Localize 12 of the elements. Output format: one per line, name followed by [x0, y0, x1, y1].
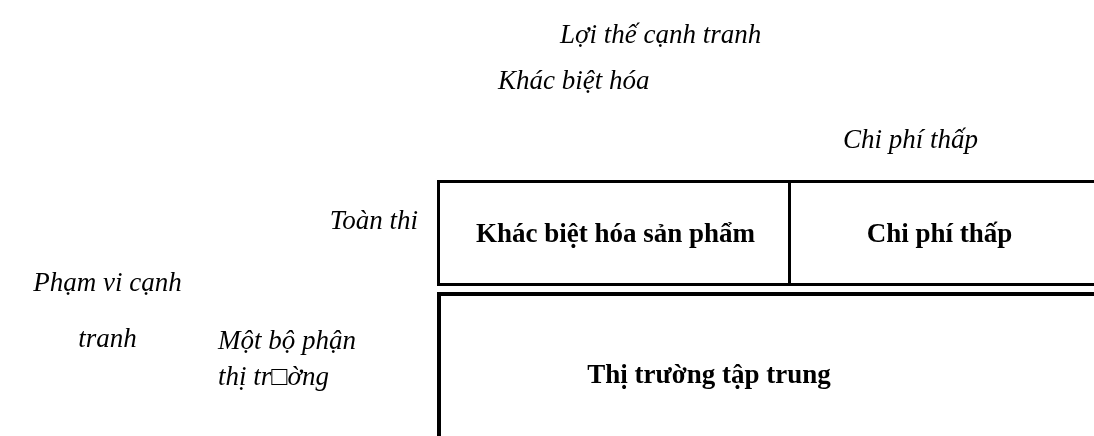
axis-label: Phạm vi cạnh tranh — [32, 266, 183, 355]
axis-label: Toàn thi — [328, 204, 418, 237]
axis-label: Chi phí thấp — [843, 123, 979, 155]
axis-label: Lợi thế cạnh tranh — [560, 18, 763, 50]
cell-text: Chi phí thấp — [866, 218, 1013, 248]
cell-text: Khác biệt hóa sản phẩm — [475, 218, 756, 248]
axis-label: Khác biệt hóa — [498, 64, 651, 96]
strategy-cell — [437, 292, 1094, 436]
strategy-cell — [437, 180, 791, 286]
cell-text: Thị trường tập trung — [587, 359, 831, 389]
axis-label: Một bộ phận thị tr□ờng — [218, 324, 357, 393]
strategy-cell — [788, 180, 1094, 286]
